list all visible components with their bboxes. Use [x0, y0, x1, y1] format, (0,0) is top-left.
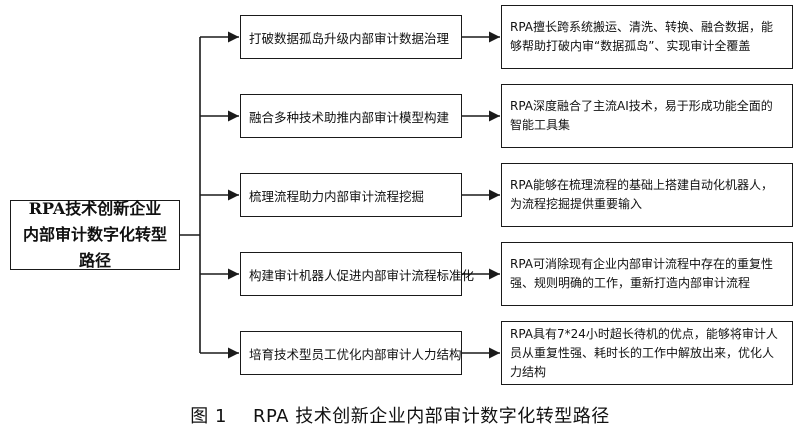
path-node-4: 构建审计机器人促进内部审计流程标准化 [240, 252, 474, 296]
detail-node-4: RPA可消除现有企业内部审计流程中存在的重复性强、规则明确的工作，重新打造内部审… [501, 242, 793, 306]
detail-text: RPA具有7*24小时超长待机的优点，能够将审计人员从重复性强、耗时长的工作中解… [510, 326, 778, 379]
path-label: 打破数据孤岛升级内部审计数据治理 [249, 30, 450, 46]
root-label: RPA技术创新企业内部审计数字化转型路径 [22, 199, 167, 270]
path-node-2: 融合多种技术助推内部审计模型构建 [240, 94, 462, 138]
path-label: 融合多种技术助推内部审计模型构建 [249, 109, 450, 125]
detail-text: RPA可消除现有企业内部审计流程中存在的重复性强、规则明确的工作，重新打造内部审… [510, 257, 774, 290]
path-node-1: 打破数据孤岛升级内部审计数据治理 [240, 15, 462, 59]
path-label: 构建审计机器人促进内部审计流程标准化 [249, 267, 475, 283]
detail-node-2: RPA深度融合了主流AI技术，易于形成功能全面的智能工具集 [501, 84, 793, 148]
path-label: 培育技术型员工优化内部审计人力结构 [249, 346, 462, 362]
root-node: RPA技术创新企业内部审计数字化转型路径 [10, 199, 180, 270]
figure-caption: 图 1 RPA 技术创新企业内部审计数字化转型路径 [0, 402, 800, 428]
detail-text: RPA擅长跨系统搬运、清洗、转换、融合数据，能够帮助打破内审“数据孤岛”、实现审… [510, 20, 774, 53]
detail-node-1: RPA擅长跨系统搬运、清洗、转换、融合数据，能够帮助打破内审“数据孤岛”、实现审… [501, 5, 793, 69]
path-node-3: 梳理流程助力内部审计流程挖掘 [240, 173, 462, 217]
detail-text: RPA深度融合了主流AI技术，易于形成功能全面的智能工具集 [510, 99, 773, 132]
figure-title: RPA 技术创新企业内部审计数字化转型路径 [252, 406, 610, 427]
detail-node-5: RPA具有7*24小时超长待机的优点，能够将审计人员从重复性强、耗时长的工作中解… [501, 321, 793, 385]
detail-text: RPA能够在梳理流程的基础上搭建自动化机器人，为流程挖掘提供重要输入 [510, 178, 774, 211]
path-node-5: 培育技术型员工优化内部审计人力结构 [240, 331, 462, 375]
figure-number: 图 1 [190, 406, 227, 427]
path-label: 梳理流程助力内部审计流程挖掘 [249, 188, 425, 204]
detail-node-3: RPA能够在梳理流程的基础上搭建自动化机器人，为流程挖掘提供重要输入 [501, 163, 793, 227]
